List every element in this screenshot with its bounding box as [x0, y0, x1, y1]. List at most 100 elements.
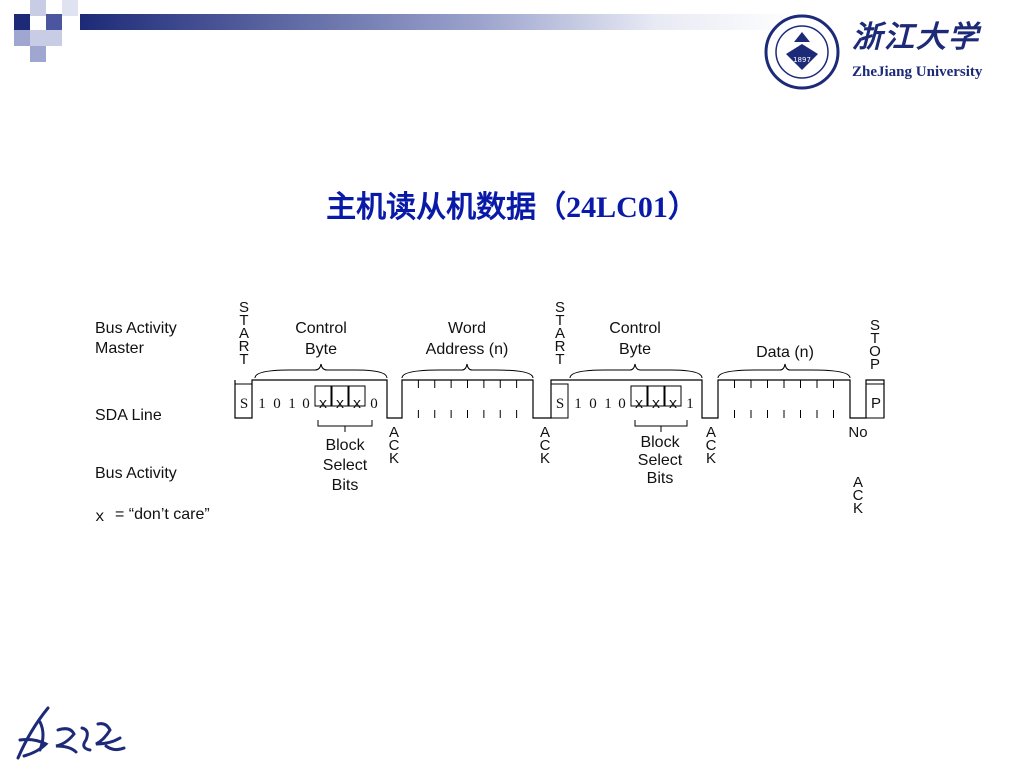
bsb2-line: Bits — [647, 470, 674, 487]
word-address-ticks — [417, 380, 518, 418]
ack2-char: K — [540, 450, 550, 467]
stop-bit-box — [865, 383, 885, 419]
start1-char: T — [239, 351, 248, 368]
block-select-1-bracket — [317, 420, 373, 432]
bit-x: x — [335, 396, 344, 413]
svg-text:1897: 1897 — [793, 56, 811, 64]
ack1-char: C — [389, 437, 400, 454]
zhejiang-university-emblem-icon: 1897 — [764, 14, 840, 90]
block-select-2-bracket — [634, 420, 688, 432]
word-address-brace — [401, 363, 534, 379]
stop-bit: P — [871, 395, 881, 412]
dont-care-bit-box — [664, 385, 682, 407]
noack-char: A — [853, 474, 863, 491]
bit-S: S — [556, 396, 564, 412]
stop-char: T — [870, 330, 879, 347]
data-brace — [717, 363, 851, 379]
bit-0: 0 — [302, 396, 310, 412]
bit-0: 0 — [618, 396, 626, 412]
noack-char: C — [853, 487, 864, 504]
label-sda-line: SDA Line — [95, 407, 162, 424]
bit-x: x — [634, 396, 643, 413]
bit-0: 0 — [589, 396, 597, 412]
university-english-name: ZheJiang University — [852, 64, 983, 80]
dont-care-bit-box — [348, 385, 366, 407]
bit-0: 0 — [273, 396, 281, 412]
dont-care-bit-box — [331, 385, 349, 407]
start2-char: S — [555, 299, 565, 316]
university-chinese-name: 浙江大学 — [852, 20, 980, 55]
bsb1-line: Select — [323, 457, 368, 474]
dont-care-bit-box — [647, 385, 665, 407]
label-bus-activity: Bus Activity — [95, 465, 177, 482]
bit-x: x — [318, 396, 327, 413]
ack1-char: K — [389, 450, 399, 467]
start2-char: A — [555, 325, 565, 342]
bit-S: S — [240, 396, 248, 412]
ack-label-2: ACK — [540, 424, 551, 467]
ack2-char: C — [540, 437, 551, 454]
hdr-wa-line: Word — [448, 320, 486, 337]
stop-char: O — [869, 343, 881, 360]
bsb2-line: Select — [638, 452, 683, 469]
hdr-cb2-line: Control — [609, 320, 661, 337]
dont-care-bit-box — [314, 385, 332, 407]
bit-x: x — [668, 396, 677, 413]
start1-char: A — [239, 325, 249, 342]
ack-label-3: ACK — [706, 424, 717, 467]
header-band-graphic — [14, 0, 800, 62]
bit-1: 1 — [258, 396, 266, 412]
bit-1: 1 — [686, 396, 694, 412]
start-bit-box-2 — [550, 383, 569, 419]
bsb1-line: Block — [325, 437, 365, 454]
start1-char: S — [239, 299, 249, 316]
ack-label-1: ACK — [389, 424, 400, 467]
data-label: Data (n) — [756, 344, 814, 361]
i2c-read-timing-diagram: Bus Activity Master SDA Line Bus Activit… — [95, 299, 885, 526]
label-bus-master-line2: Master — [95, 340, 145, 357]
start1-char: T — [239, 312, 248, 329]
dont-care-bit-box — [630, 385, 648, 407]
noack-char: K — [853, 500, 863, 517]
ack3-char: A — [706, 424, 716, 441]
start2-char: T — [555, 312, 564, 329]
control-byte-2-brace — [569, 363, 703, 379]
legend-x-symbol: x — [95, 508, 105, 526]
slide-title: 主机读从机数据（24LC01） — [326, 191, 698, 224]
header-gradient-band — [0, 0, 1024, 62]
stop-char: P — [870, 356, 880, 373]
control-byte-1-brace — [254, 363, 388, 379]
bit-0: 0 — [370, 396, 378, 412]
start-bit-box-1 — [234, 383, 253, 419]
ack3-char: K — [706, 450, 716, 467]
data-ticks — [734, 380, 834, 418]
stop-char: S — [870, 317, 880, 334]
hdr-wa-line: Address (n) — [426, 341, 509, 358]
bsb1-line: Bits — [332, 477, 359, 494]
ack1-char: A — [389, 424, 399, 441]
bit-1: 1 — [574, 396, 582, 412]
ack3-char: C — [706, 437, 717, 454]
legend-dont-care: = “don’t care” — [115, 506, 210, 523]
bsb2-line: Block — [640, 434, 680, 451]
hdr-cb1-line: Byte — [305, 341, 337, 358]
hdr-cb1-line: Control — [295, 320, 347, 337]
start2-char: R — [555, 338, 566, 355]
ack2-char: A — [540, 424, 550, 441]
no-text: No — [848, 424, 867, 441]
calligraphy-signature-icon — [16, 706, 126, 760]
start2-char: T — [555, 351, 564, 368]
start1-char: R — [239, 338, 250, 355]
label-bus-master-line1: Bus Activity — [95, 320, 177, 337]
